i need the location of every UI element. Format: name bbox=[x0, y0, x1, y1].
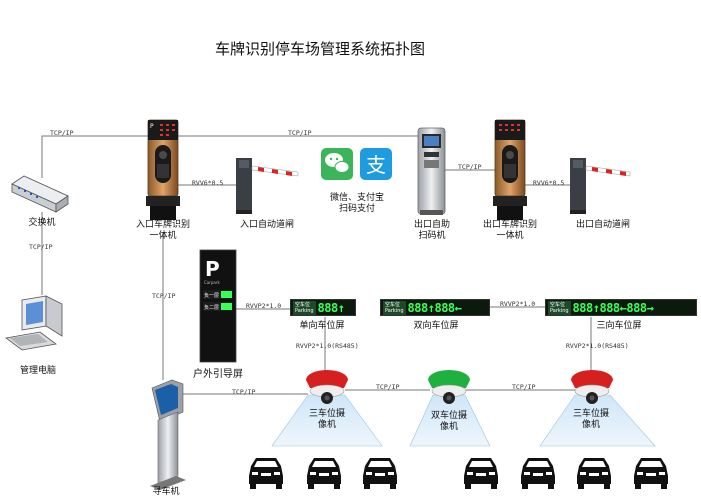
label-pc: 管理电脑 bbox=[19, 366, 56, 376]
barrier-gate-icon bbox=[236, 158, 299, 214]
led-screen-icon: 空车位 Parking 888 ↑ bbox=[290, 299, 356, 316]
proto-exit-gate: RVV6*0.5 bbox=[533, 179, 565, 187]
label-threeway-screen: 三向车位屏 bbox=[596, 321, 642, 331]
label-exit-lpr: 出口车牌识别 一体机 bbox=[482, 220, 537, 241]
proto-entry-exit: TCP/IP bbox=[288, 129, 312, 137]
svg-text:支: 支 bbox=[366, 153, 386, 177]
proto-switch-entry: TCP/IP bbox=[50, 129, 74, 137]
arrow-up-icon: ↑ bbox=[592, 300, 600, 315]
label-exit-gate: 出口自动道闸 bbox=[575, 220, 630, 230]
parking-camera-icon bbox=[306, 370, 348, 404]
car-icon bbox=[577, 458, 611, 489]
label-outdoor-screen: 户外引导屏 bbox=[193, 369, 243, 380]
car-icon bbox=[249, 458, 283, 489]
twoway-left-digits: 888 bbox=[407, 300, 429, 315]
proto-outdoor-oneway: RVVP2*1.0 bbox=[246, 302, 282, 310]
wechat-icon bbox=[321, 148, 353, 180]
proto-oneway-cam: RVVP2*1.0(RS485) bbox=[296, 342, 359, 350]
guide-screen-subtitle: Carpark bbox=[204, 280, 221, 285]
parking-camera-icon bbox=[571, 370, 613, 404]
car-finder-kiosk-icon bbox=[150, 379, 186, 490]
guide-screen-p: P bbox=[205, 257, 220, 281]
car-icon bbox=[363, 458, 397, 489]
line-switch-entry bbox=[41, 135, 148, 178]
lpr-camera-icon: P bbox=[146, 119, 180, 220]
arrow-right-icon: → bbox=[646, 300, 654, 315]
switch-icon bbox=[11, 175, 69, 213]
alipay-icon: 支 bbox=[360, 148, 392, 180]
guide-screen-icon: P Carpark 负一层 负二层 bbox=[199, 249, 237, 363]
label-payment: 微信、支付宝 扫码支付 bbox=[329, 193, 384, 214]
label-finder-kiosk: 寻车机 bbox=[152, 487, 180, 497]
arrow-up-icon: ↑ bbox=[427, 300, 435, 315]
proto-threeway-cam: RVVP2*1.0(RS485) bbox=[566, 342, 629, 350]
proto-twoway-threeway: RVVP2*1.0 bbox=[500, 300, 536, 308]
led-header: 空车位 Parking bbox=[293, 300, 316, 315]
threeway-a-digits: 888 bbox=[572, 300, 594, 315]
led-screen-icon: 空车位 Parking 888 ↑ 888 ← bbox=[380, 299, 490, 316]
car-icon bbox=[307, 458, 341, 489]
label-cam-left: 三车位摄 像机 bbox=[308, 409, 345, 430]
led-screen-icon: 空车位 Parking 888 ↑ 888 ← 888 → bbox=[545, 299, 697, 316]
svg-text:P: P bbox=[150, 123, 154, 130]
arrow-left-icon: ← bbox=[454, 300, 462, 315]
parking-camera-icon bbox=[428, 370, 470, 404]
label-exit-kiosk: 出口自助 扫码机 bbox=[413, 220, 450, 241]
label-twoway-screen: 双向车位屏 bbox=[413, 321, 459, 331]
self-pay-kiosk-icon bbox=[417, 127, 446, 215]
car-icon bbox=[521, 458, 555, 489]
label-oneway-screen: 单向车位屏 bbox=[299, 321, 345, 331]
diagram-title: 车牌识别停车场管理系统拓扑图 bbox=[214, 40, 425, 58]
proto-kiosk-exit: TCP/IP bbox=[458, 163, 482, 171]
guide-screen-row1: 负一层 bbox=[204, 292, 219, 299]
proto-cam-cam-2: TCP/IP bbox=[512, 383, 536, 391]
twoway-right-digits: 888 bbox=[434, 300, 455, 315]
threeway-c-digits: 888 bbox=[626, 300, 647, 315]
car-icon bbox=[464, 458, 498, 489]
arrow-left-icon: ← bbox=[619, 300, 627, 315]
lpr-camera-icon bbox=[493, 119, 527, 220]
label-entry-gate: 入口自动道闸 bbox=[239, 220, 294, 230]
threeway-b-digits: 888 bbox=[599, 300, 620, 315]
proto-entry-gate: RVV6*0.5 bbox=[192, 179, 224, 187]
led-header: 空车位 Parking bbox=[383, 300, 406, 315]
proto-switch-pc: TCP/IP bbox=[29, 243, 53, 251]
oneway-digits: 888 bbox=[317, 300, 339, 315]
car-icon bbox=[634, 458, 668, 489]
barrier-gate-icon bbox=[570, 158, 631, 214]
connection-lines bbox=[41, 135, 592, 395]
led-header: 空车位 Parking bbox=[548, 300, 571, 315]
proto-cam-cam: TCP/IP bbox=[376, 383, 400, 391]
label-entry-lpr: 入口车牌识别 一体机 bbox=[135, 220, 190, 241]
arrow-up-icon: ↑ bbox=[337, 300, 345, 315]
label-cam-mid: 双车位摄 像机 bbox=[430, 411, 467, 432]
label-switch: 交换机 bbox=[28, 218, 56, 228]
computer-icon bbox=[5, 295, 63, 351]
guide-screen-row2: 负二层 bbox=[204, 304, 219, 311]
proto-finder-cam: TCP/IP bbox=[232, 388, 256, 396]
label-cam-right: 三车位摄 像机 bbox=[572, 409, 609, 430]
proto-entry-finder: TCP/IP bbox=[152, 292, 176, 300]
